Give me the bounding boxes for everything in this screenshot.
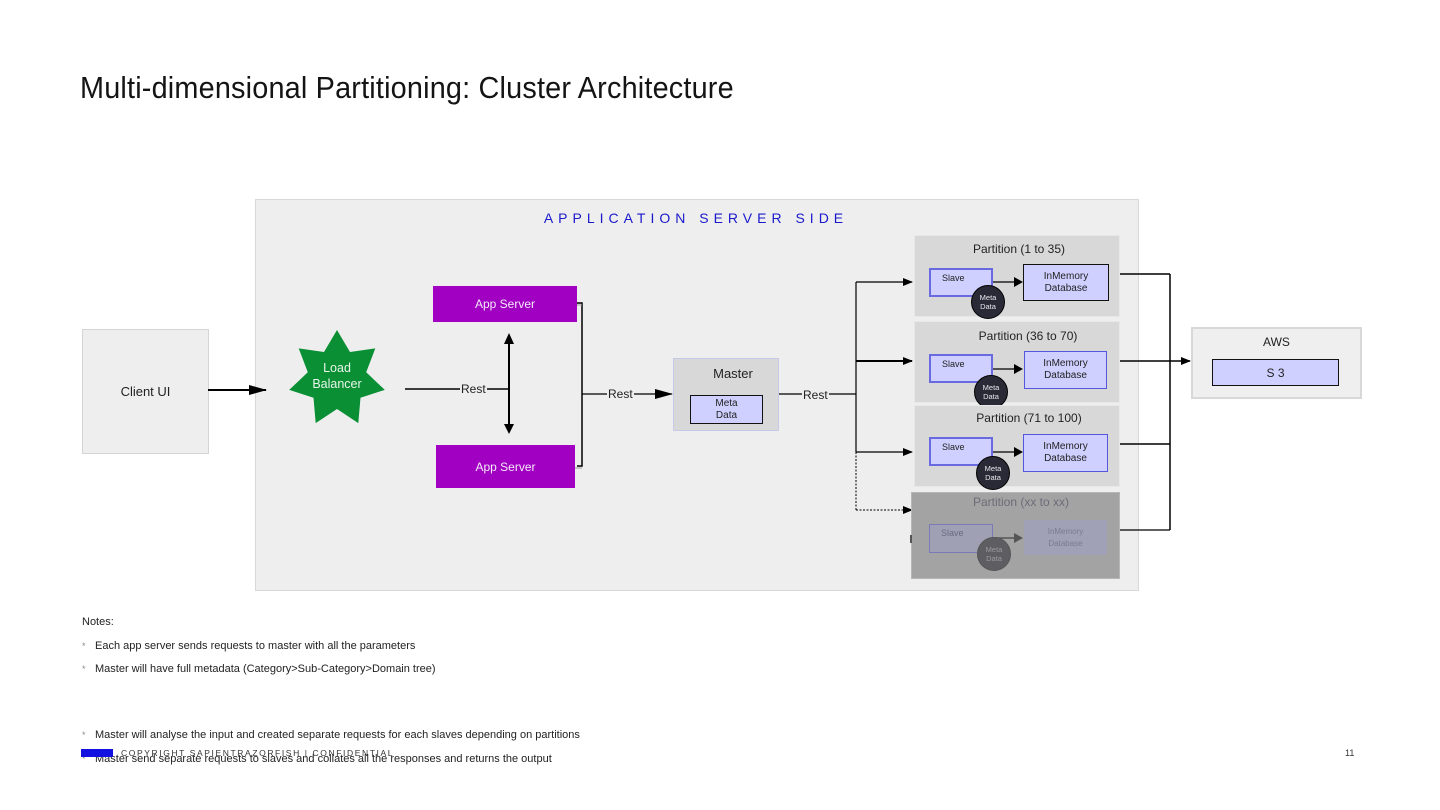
note-text: Master send separate requests to slaves … [95,753,552,765]
edge-server1-to-bus [577,302,583,467]
page-number: 11 [1345,748,1355,758]
s3-label: S 3 [1266,365,1285,380]
meta-line1: Meta [979,293,997,302]
arrowhead-up [504,333,514,344]
meta-line2: Data [983,392,999,401]
client-ui-label: Client UI [120,384,171,399]
bullet-icon: * [82,641,86,651]
placeholder-tick-mark [910,535,912,543]
app-server-1: App Server [433,286,577,322]
master-meta-line2: Data [715,409,738,421]
meta-line1: Meta [982,383,1000,392]
bullet-icon: * [82,664,86,674]
edge-label-rest-lb: Rest [460,382,487,396]
edge-label-rest-master-out: Rest [802,388,829,402]
arrowhead-down [504,424,514,434]
partition-2-slave: Slave [929,354,993,383]
note-text: Master will analyse the input and create… [95,729,580,741]
load-balancer-line1: Load [323,361,351,375]
app-server-1-label: App Server [474,297,536,311]
db-line1: InMemory [1043,270,1089,282]
footer-accent-bar [81,749,113,757]
db-line1: InMemory [1047,526,1084,536]
load-balancer-star [289,330,385,424]
note-item: * Master will have full metadata (Categor… [82,663,436,675]
notes-heading: Notes: [82,616,114,628]
db-line2: Database [1044,370,1087,381]
meta-line1: Meta [985,545,1003,554]
load-balancer-line2: Balancer [312,377,362,391]
meta-line1: Meta [984,464,1002,473]
edge-label-rest-master-in: Rest [607,387,634,401]
master-meta-line1: Meta [715,397,738,409]
aws-label: AWS [1263,335,1290,349]
note-item: * Each app server sends requests to maste… [82,640,415,652]
app-server-2-label: App Server [475,459,536,474]
slave-label: Slave [942,359,965,369]
meta-line2: Data [986,554,1002,563]
master-label: Master [713,366,753,381]
slave-label: Slave [942,442,965,452]
meta-line2: Data [980,302,996,311]
db-line1: InMemory [1043,441,1088,452]
partition-placeholder-label: Partition (xx to xx) [972,495,1070,509]
slave-to-db-arrow-3 [993,447,1023,457]
partition-1-label: Partition (1 to 35) [972,242,1066,256]
slave-label: Slave [941,528,964,538]
db-line2: Database [1048,538,1083,548]
partition-2-label: Partition (36 to 70) [978,329,1078,343]
bullet-icon: * [82,730,86,740]
slave-to-db-arrow-2 [993,364,1023,374]
db-line1: InMemory [1043,358,1088,369]
db-line2: Database [1044,453,1087,464]
master-metadata-box: Meta Data [690,395,763,424]
client-ui-box: Client UI [82,329,209,454]
slave-label: Slave [942,273,965,283]
note-item: * Master send separate requests to slaves… [82,753,552,765]
slide-title: Multi-dimensional Partitioning: Cluster … [80,70,734,105]
bullet-icon: * [82,754,86,764]
meta-line2: Data [985,473,1001,482]
note-item: * Master will analyse the input and creat… [82,729,580,741]
db-line2: Database [1044,282,1088,294]
note-text: Master will have full metadata (Category… [95,663,436,675]
note-text: Each app server sends requests to master… [95,640,416,652]
s3-storage-box: S 3 [1212,359,1339,386]
slave-to-db-arrow-1 [993,277,1023,287]
partition-3-label: Partition (71 to 100) [976,411,1082,425]
partition-1-slave: Slave [929,268,993,297]
star-shape [289,330,385,424]
application-server-side-label: APPLICATION SERVER SIDE [543,210,849,226]
load-balancer-label: Load Balancer [288,360,386,392]
footer-copyright: COPYRIGHT SAPIENTRAZORFISH | CONFIDENTIA… [121,748,395,758]
app-server-2: App Server [436,445,575,488]
